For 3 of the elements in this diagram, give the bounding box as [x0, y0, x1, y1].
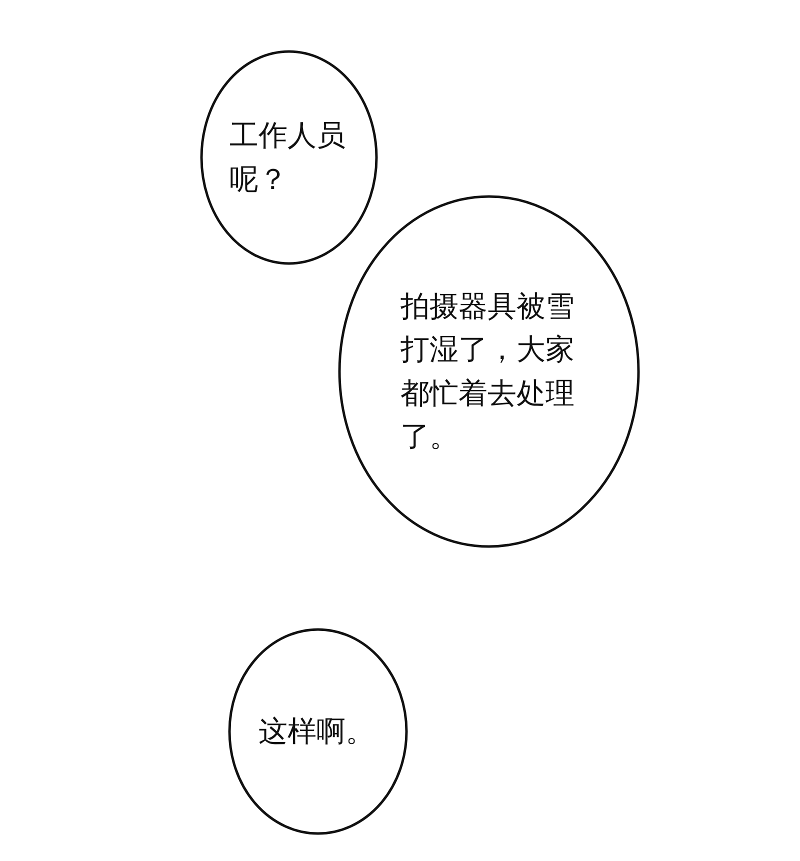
speech-text: 工作人员呢？ — [230, 117, 347, 198]
speech-text: 拍摄器具被雪打湿了，大家都忙着去处理了。 — [400, 288, 576, 455]
speech-text: 这样啊。 — [258, 712, 376, 750]
